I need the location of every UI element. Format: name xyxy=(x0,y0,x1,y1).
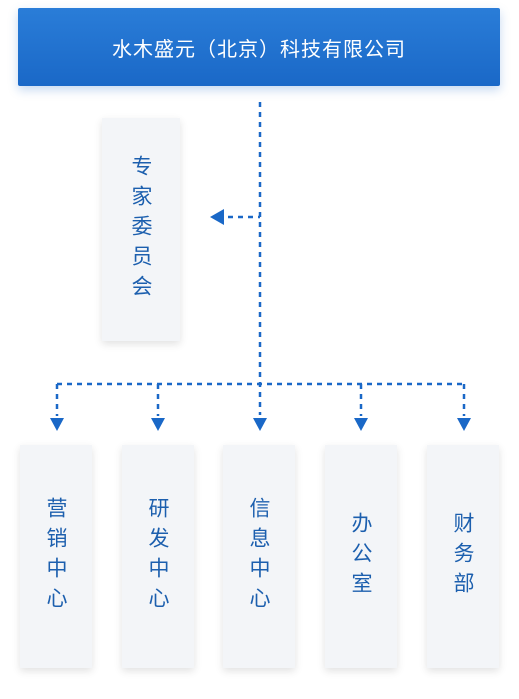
arrow-down-icon xyxy=(50,418,64,431)
committee-label: 专家委员会 xyxy=(129,154,153,305)
department-label: 办公室 xyxy=(349,511,373,602)
department-box-office: 办公室 xyxy=(325,445,397,668)
department-label: 营销中心 xyxy=(44,496,68,617)
arrow-left-icon xyxy=(210,209,224,225)
department-box-finance: 财务部 xyxy=(427,445,499,668)
department-box-information: 信息中心 xyxy=(223,445,295,668)
company-header: 水木盛元（北京）科技有限公司 xyxy=(18,8,500,86)
department-box-marketing: 营销中心 xyxy=(20,445,92,668)
department-label: 财务部 xyxy=(451,511,475,602)
arrow-down-icon xyxy=(253,418,267,431)
department-box-rnd: 研发中心 xyxy=(122,445,194,668)
arrow-down-icon xyxy=(457,418,471,431)
committee-box: 专家委员会 xyxy=(102,118,180,341)
arrow-down-icon xyxy=(151,418,165,431)
arrow-down-icon xyxy=(354,418,368,431)
department-label: 信息中心 xyxy=(247,496,271,617)
department-label: 研发中心 xyxy=(146,496,170,617)
